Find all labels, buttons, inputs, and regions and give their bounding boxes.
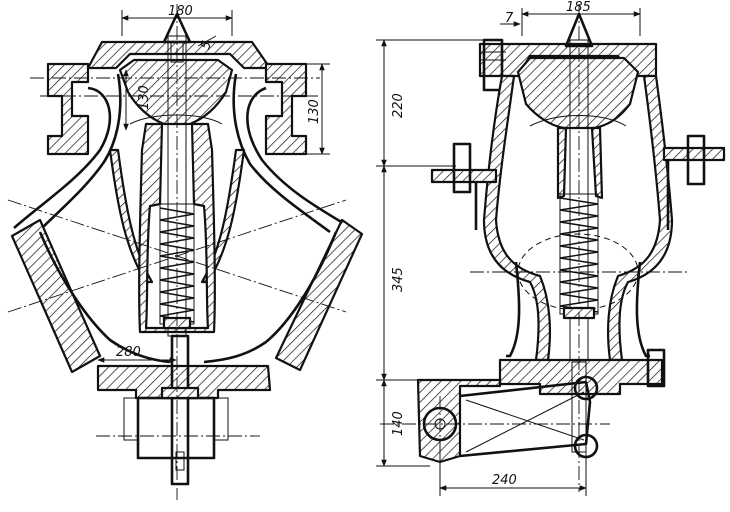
- right-dim-middle-height: 345: [391, 267, 406, 292]
- left-inner-wall-left: [108, 148, 154, 284]
- left-lower-stem: [170, 334, 190, 486]
- left-dim-base-width: 280: [116, 345, 141, 360]
- left-casing-outer-left: [13, 86, 112, 229]
- left-casing-outer-right: [246, 86, 349, 228]
- right-side-flange-right: [662, 146, 726, 162]
- right-base-bolt: [646, 348, 666, 388]
- left-casing-inner-right: [232, 73, 331, 234]
- right-dim-top-width: 185: [566, 0, 591, 15]
- left-dim-top-width: 180: [168, 4, 193, 19]
- right-stem-tip: [564, 12, 594, 48]
- right-dim-lower-height: 140: [391, 411, 406, 436]
- left-top-flange: [86, 40, 272, 70]
- right-side-bolt-right: [686, 134, 706, 186]
- right-dim-lever-length: 240: [492, 473, 517, 488]
- left-inner-wall-right: [200, 148, 246, 284]
- right-lever-arm: [416, 378, 502, 464]
- right-top-bolt: [482, 38, 504, 92]
- right-dim-side-offset: 7: [505, 11, 514, 26]
- left-lower-wall-right: [203, 231, 338, 364]
- right-dim-upper-height: 220: [391, 93, 406, 118]
- right-valve-disc: [516, 56, 640, 130]
- left-guide-body: [138, 122, 216, 334]
- right-body-wall-right: [606, 74, 674, 362]
- left-view: 180 5 130 130 280: [7, 4, 364, 500]
- right-side-flange-left: [430, 168, 498, 184]
- left-dim-right-height: 130: [307, 99, 322, 124]
- right-side-bolt-left: [452, 142, 472, 194]
- right-view: 185 7 220 345 140 240: [376, 0, 726, 496]
- left-valve-disc: [118, 58, 234, 126]
- left-lower-guide: [136, 396, 216, 460]
- left-dim-left-height: 130: [137, 85, 152, 110]
- right-guide-body: [556, 126, 604, 200]
- left-lower-flange-right: [274, 218, 364, 372]
- left-side-flange-left: [46, 62, 90, 156]
- right-top-flange: [478, 42, 658, 78]
- left-side-flange-right: [264, 62, 308, 156]
- left-casing-inner-left: [37, 73, 122, 233]
